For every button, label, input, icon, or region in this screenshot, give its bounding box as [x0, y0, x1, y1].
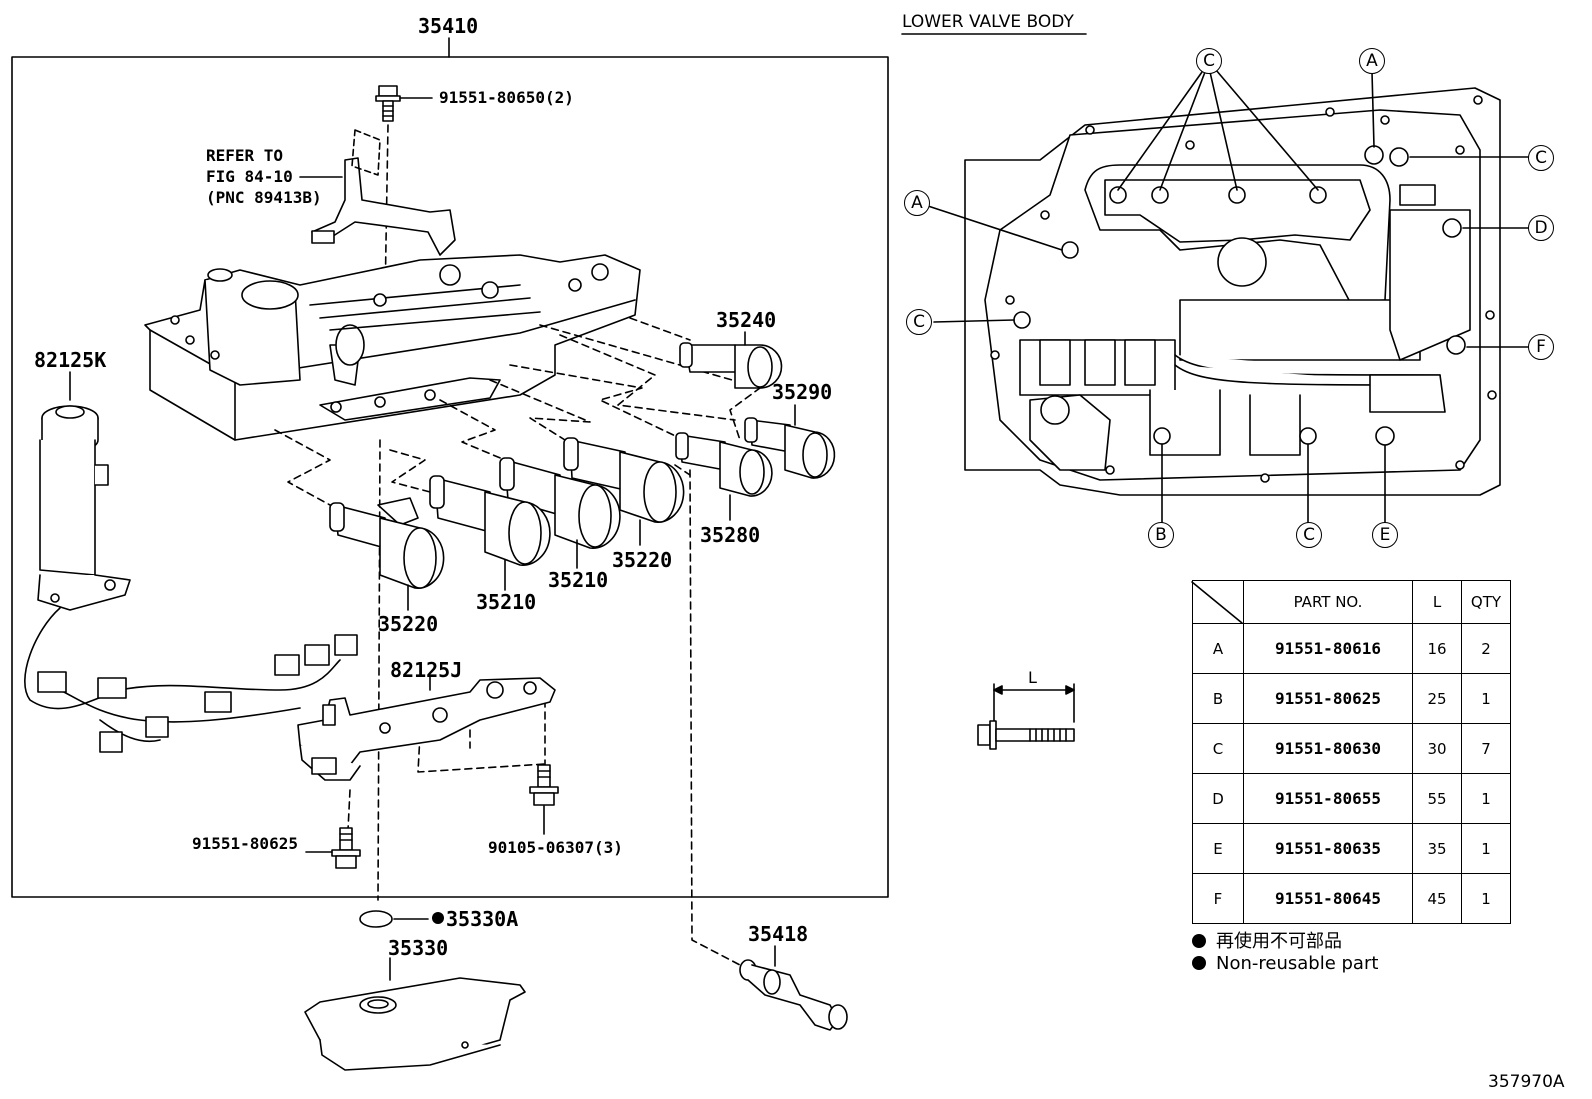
bolt-right-icon: [529, 764, 559, 806]
callout-d-right: D: [1528, 215, 1554, 241]
row-qty: 7: [1461, 723, 1511, 774]
legend-en: Non-reusable part: [1192, 953, 1378, 974]
table-row: B 91551-80625 25 1: [1192, 673, 1511, 724]
legend-dot-icon: [1192, 956, 1206, 970]
row-key: D: [1192, 773, 1244, 824]
solenoid-35220-right-icon: [563, 437, 685, 523]
callout-c-right: C: [1528, 145, 1554, 171]
legend-en-text: Non-reusable part: [1216, 953, 1379, 974]
harness-plate-icon: [297, 677, 556, 781]
label-35220-right: 35220: [612, 548, 673, 572]
row-key: F: [1192, 873, 1244, 924]
o-ring-icon: [359, 910, 393, 928]
legend-jp: 再使用不可部品: [1192, 927, 1342, 953]
row-key: A: [1192, 623, 1244, 674]
row-qty: 1: [1461, 823, 1511, 874]
label-35220-left: 35220: [378, 612, 439, 636]
row-part: 91551-80630: [1243, 723, 1413, 774]
row-part: 91551-80616: [1243, 623, 1413, 674]
table-row: D 91551-80655 55 1: [1192, 773, 1511, 824]
solenoid-35220-left-icon: [329, 497, 445, 589]
label-82125k: 82125K: [34, 348, 107, 372]
oil-strainer-icon: [304, 977, 526, 1071]
figure-id: 357970A: [1488, 1072, 1565, 1092]
parts-table: PART NO. L QTY A 91551-80616 16 2 B 9155…: [1192, 580, 1511, 924]
assembly-frame: [11, 56, 889, 898]
bracket-part-icon: [311, 129, 456, 256]
label-refer-1: REFER TO: [206, 146, 284, 165]
non-reusable-dot-icon: [432, 912, 444, 924]
row-part: 91551-80625: [1243, 673, 1413, 724]
label-dimension-l: L: [1028, 668, 1037, 687]
label-bolt-top: 91551-80650(2): [439, 88, 574, 107]
table-header-row: PART NO. L QTY: [1192, 580, 1511, 624]
row-qty: 1: [1461, 773, 1511, 824]
legend-jp-text: 再使用不可部品: [1216, 931, 1342, 952]
label-35210-left: 35210: [476, 590, 537, 614]
tube-part-icon: [739, 959, 848, 1031]
label-bolt-left: 91551-80625: [192, 834, 298, 853]
label-refer-3: (PNC 89413B): [206, 188, 322, 207]
valve-body-icon: [144, 254, 641, 441]
legend-dot-icon: [1192, 934, 1206, 948]
callout-c-bottom: C: [1296, 522, 1322, 548]
callout-c-top: C: [1196, 48, 1222, 74]
table-corner-cell: [1192, 580, 1244, 624]
row-part: 91551-80655: [1243, 773, 1413, 824]
speed-sensor-icon: [37, 405, 131, 611]
label-35410: 35410: [418, 14, 479, 38]
callout-leaders: [927, 69, 1529, 523]
bolt-top-icon: [375, 85, 401, 122]
label-35290: 35290: [772, 380, 833, 404]
label-35240: 35240: [716, 308, 777, 332]
label-35330a: 35330A: [446, 907, 519, 931]
dimension-bolt-icon: [977, 683, 1075, 750]
callout-b-bottom: B: [1148, 522, 1174, 548]
row-qty: 1: [1461, 673, 1511, 724]
solenoid-35240-icon: [679, 342, 783, 389]
row-part: 91551-80645: [1243, 873, 1413, 924]
table-header-qty: QTY: [1461, 580, 1511, 624]
table-header-l: L: [1412, 580, 1462, 624]
callout-a-left: A: [904, 190, 930, 216]
solenoid-35280-icon: [675, 432, 773, 497]
label-35280: 35280: [700, 523, 761, 547]
table-row: A 91551-80616 16 2: [1192, 623, 1511, 674]
callout-e-bottom: E: [1372, 522, 1398, 548]
label-bolt-right: 90105-06307(3): [488, 838, 623, 857]
row-l: 30: [1412, 723, 1462, 774]
row-l: 35: [1412, 823, 1462, 874]
row-key: E: [1192, 823, 1244, 874]
row-key: C: [1192, 723, 1244, 774]
label-refer-2: FIG 84-10: [206, 167, 293, 186]
lower-valve-body-icon: [964, 87, 1501, 496]
row-l: 16: [1412, 623, 1462, 674]
label-35418: 35418: [748, 922, 809, 946]
callout-c-left: C: [906, 309, 932, 335]
callout-a-top: A: [1359, 48, 1385, 74]
table-row: E 91551-80635 35 1: [1192, 823, 1511, 874]
solenoid-35290-icon: [744, 417, 836, 479]
row-qty: 2: [1461, 623, 1511, 674]
table-header-part: PART NO.: [1243, 580, 1413, 624]
row-key: B: [1192, 673, 1244, 724]
table-row: C 91551-80630 30 7: [1192, 723, 1511, 774]
table-row: F 91551-80645 45 1: [1192, 873, 1511, 924]
wire-harness-icon: [24, 607, 358, 753]
label-82125j: 82125J: [390, 658, 463, 682]
row-l: 45: [1412, 873, 1462, 924]
solenoid-35210-right-icon: [499, 457, 621, 549]
label-lower-valve-body: LOWER VALVE BODY: [902, 12, 1074, 32]
solenoid-35210-left-icon: [429, 475, 551, 566]
label-35210-right: 35210: [548, 568, 609, 592]
row-part: 91551-80635: [1243, 823, 1413, 874]
bolt-left-icon: [331, 827, 361, 869]
callout-f-right: F: [1528, 334, 1554, 360]
row-qty: 1: [1461, 873, 1511, 924]
row-l: 25: [1412, 673, 1462, 724]
row-l: 55: [1412, 773, 1462, 824]
label-35330: 35330: [388, 936, 449, 960]
